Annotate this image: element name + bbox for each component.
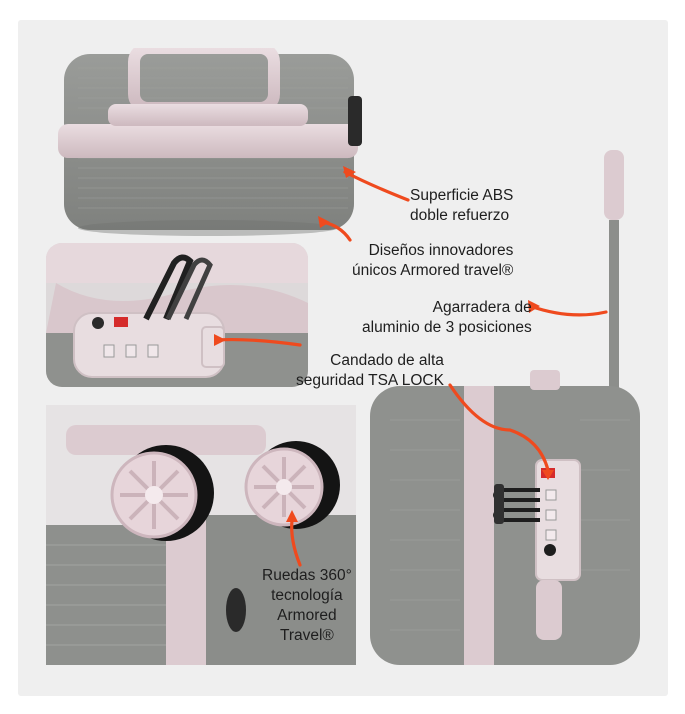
surface-callout: Superficie ABS doble refuerzo xyxy=(410,186,513,226)
suitcase-top-view-photo xyxy=(48,48,378,238)
wheels-line3: Armored xyxy=(277,607,337,624)
designs-callout: Diseños innovadores únicos Armored trave… xyxy=(352,241,513,281)
surface-line2: doble refuerzo xyxy=(410,207,510,224)
handle-callout: Agarradera de aluminio de 3 posiciones xyxy=(362,298,532,338)
lock-callout: Candado de alta seguridad TSA LOCK xyxy=(296,351,444,391)
wheels-line1: Ruedas 360° xyxy=(262,567,352,584)
spinner-wheels-illustration xyxy=(46,405,356,665)
surface-line1: Superficie ABS xyxy=(410,187,514,204)
suitcase-top-illustration xyxy=(48,48,378,238)
lock-line1: Candado de alta xyxy=(330,352,444,369)
wheels-line2: tecnología xyxy=(271,587,343,604)
suitcase-side-illustration xyxy=(360,150,660,665)
designs-line2: únicos Armored travel® xyxy=(352,262,514,279)
spinner-wheels-closeup-photo xyxy=(46,405,356,665)
lock-line2: seguridad TSA LOCK xyxy=(296,372,444,389)
wheels-callout: Ruedas 360° tecnología Armored Travel® xyxy=(262,566,352,646)
tsa-lock-closeup-photo xyxy=(46,243,308,387)
suitcase-side-view-photo xyxy=(360,150,660,665)
tsa-lock-illustration xyxy=(46,243,308,387)
handle-line1: Agarradera de xyxy=(432,299,532,316)
wheels-line4: Travel® xyxy=(279,627,334,644)
handle-line2: aluminio de 3 posiciones xyxy=(362,319,532,336)
designs-line1: Diseños innovadores xyxy=(368,242,514,259)
